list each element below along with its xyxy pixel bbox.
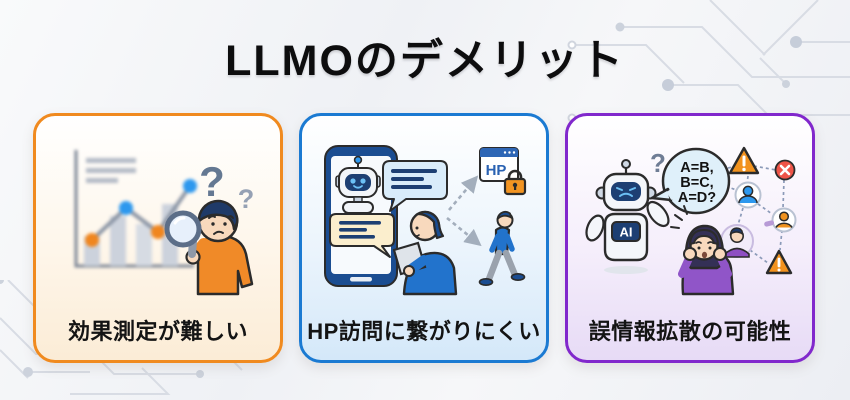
question-mark-large-icon: ? bbox=[199, 158, 225, 205]
person-walking-away bbox=[478, 211, 526, 287]
magnifying-glass-icon bbox=[164, 210, 202, 258]
card-effect-measurement: ? ? bbox=[33, 113, 283, 363]
hp-website-icon: HP bbox=[479, 147, 527, 196]
user-avatar-orange-icon bbox=[764, 207, 797, 233]
user-avatar-purple-icon bbox=[720, 224, 754, 258]
hp-label: HP bbox=[486, 162, 507, 179]
share-network-links bbox=[725, 164, 785, 264]
confused-person bbox=[185, 199, 254, 296]
bot-speech-bubble bbox=[382, 160, 448, 212]
dashed-arrow-to-hp-icon bbox=[448, 175, 479, 211]
question-mark-small-icon: ? bbox=[238, 184, 255, 214]
sad-ai-robot-icon: AI bbox=[585, 159, 670, 274]
card-label: 誤情報拡散の可能性 bbox=[588, 319, 792, 344]
user-speech-bubble bbox=[329, 213, 395, 258]
ai-badge-label: AI bbox=[620, 225, 633, 240]
worried-woman bbox=[670, 205, 735, 296]
illustration-person-magnifier-chart: ? ? bbox=[74, 150, 255, 296]
warning-triangle-icon bbox=[728, 146, 760, 175]
illustration-ai-misinformation: AI ? A=B, B=C, A=D? bbox=[585, 146, 797, 296]
error-cross-icon bbox=[774, 159, 796, 181]
dashed-arrow-to-leaving-icon bbox=[446, 216, 482, 247]
illustration-chatbot-no-hp-visit: HP bbox=[324, 145, 527, 296]
user-avatar-blue-icon bbox=[734, 181, 762, 209]
bubble-line-1: A=B, bbox=[680, 160, 713, 176]
card-label: 効果測定が難しい bbox=[67, 319, 248, 344]
cards-row: ? ? bbox=[33, 113, 817, 363]
lock-icon bbox=[503, 169, 527, 196]
card-hp-visit: HP bbox=[299, 113, 549, 363]
contradiction-speech-bubble: A=B, B=C, A=D? bbox=[650, 147, 731, 215]
card-label: HP訪問に繋がりにくい bbox=[307, 319, 541, 344]
bubble-line-2: B=C, bbox=[680, 175, 713, 191]
question-mark-icon: ? bbox=[650, 148, 666, 178]
bubble-line-3: A=D? bbox=[678, 190, 716, 206]
page-title: LLMOのデメリット bbox=[225, 37, 625, 85]
card-misinformation: AI ? A=B, B=C, A=D? bbox=[565, 113, 815, 363]
person-reading-phone bbox=[392, 210, 458, 296]
blurry-analytics-chart-icon bbox=[74, 150, 197, 268]
warning-triangle-icon bbox=[765, 249, 793, 275]
